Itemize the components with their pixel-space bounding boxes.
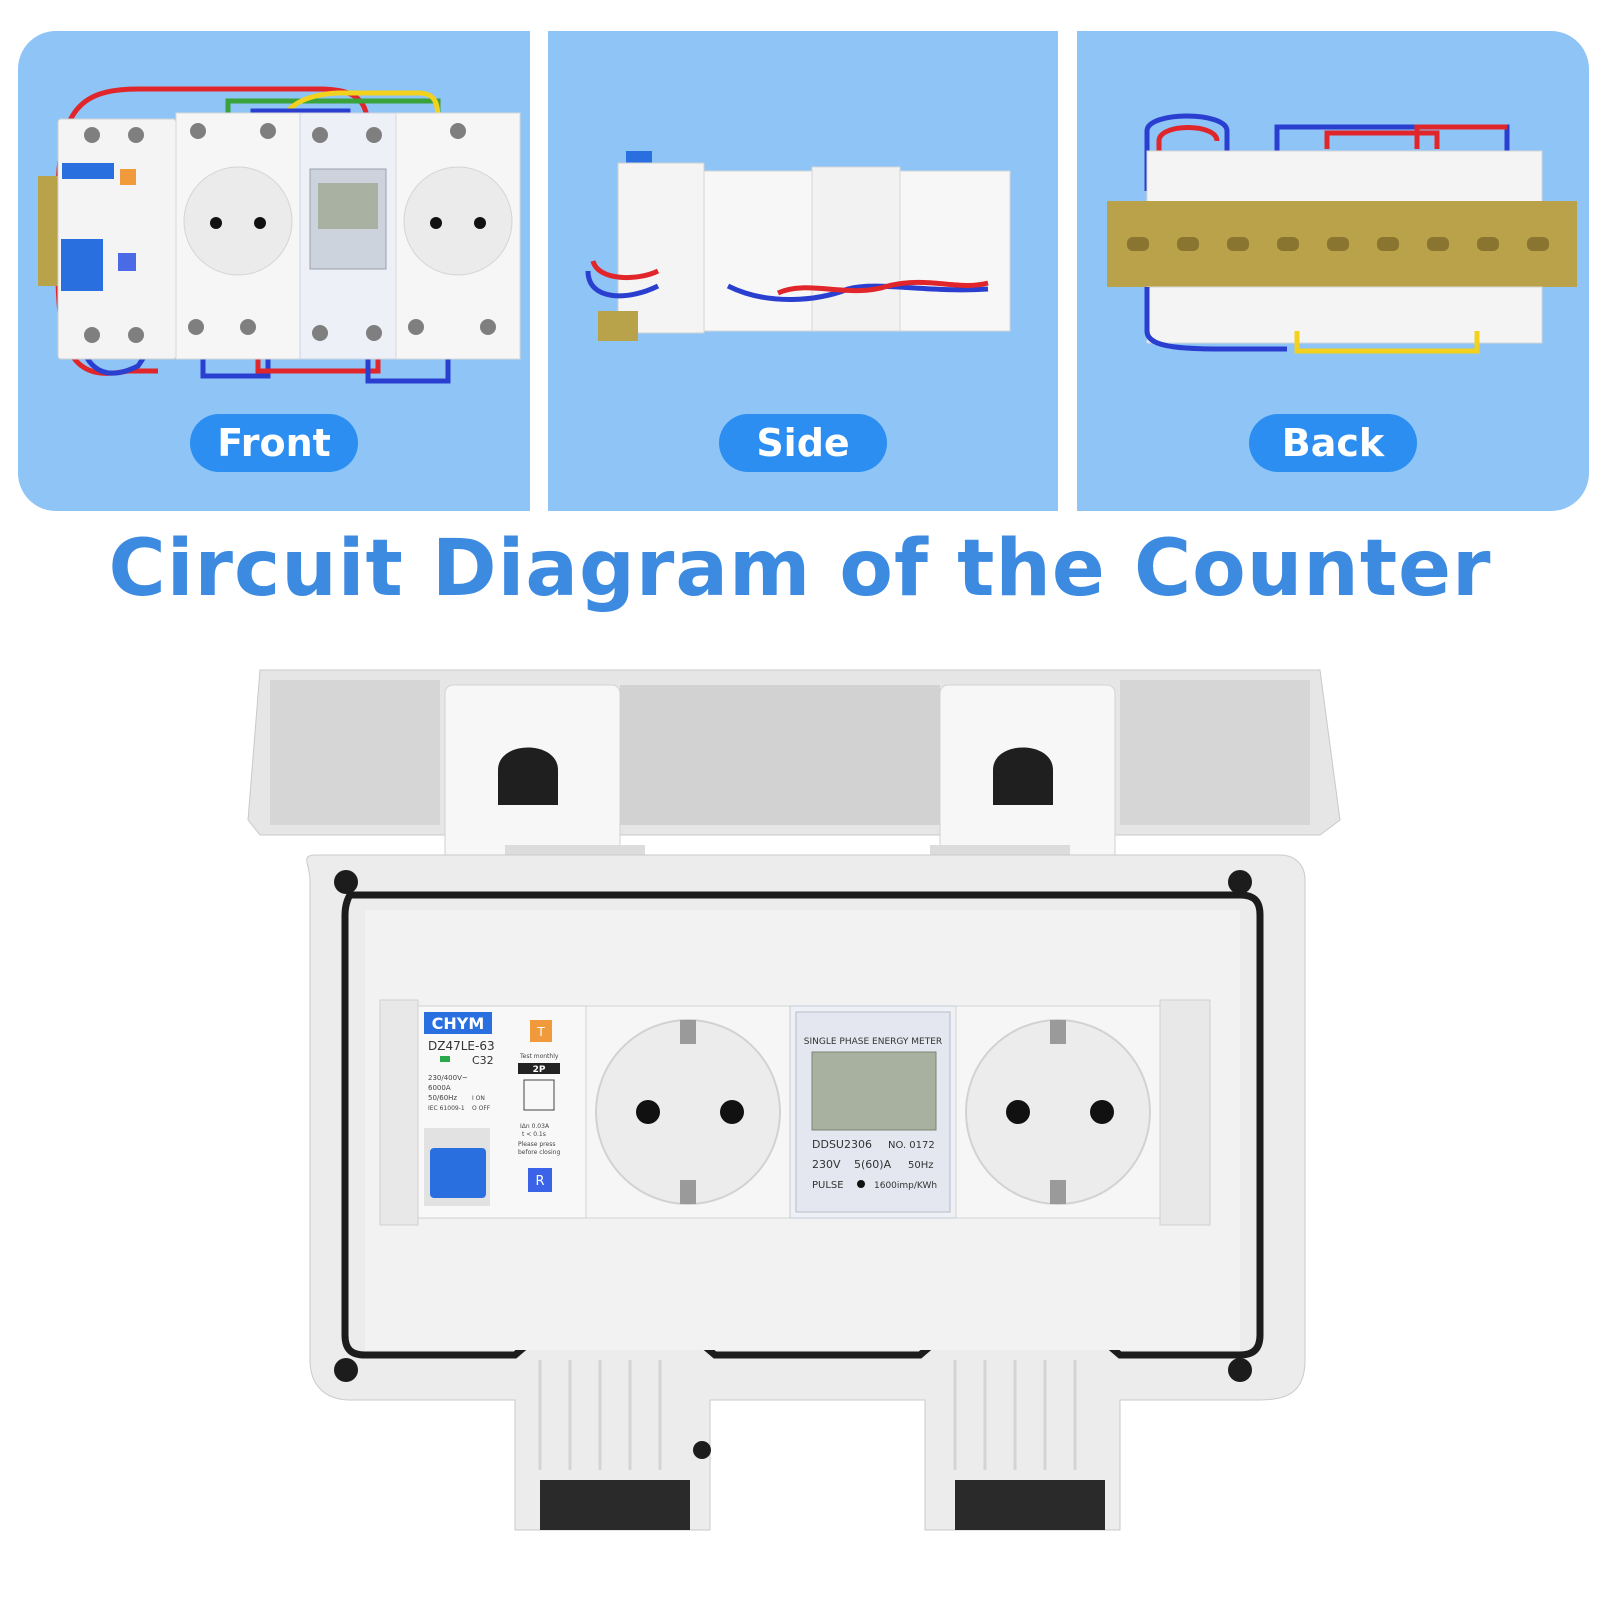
breaker-poles: 2P: [533, 1065, 546, 1075]
breaker-note2: before closing: [518, 1149, 560, 1156]
meter-model: DDSU2306: [812, 1138, 872, 1151]
breaker-note1: Please press: [518, 1141, 555, 1148]
enclosure-photo: CHYM DZ47LE-63 C32 230/400V~ 6000A 50/60…: [247, 669, 1341, 1531]
reset-button-label: R: [535, 1174, 544, 1189]
side-view-panel: Side: [548, 31, 1058, 511]
side-view-label: Side: [719, 414, 887, 472]
breaker-toggle[interactable]: [430, 1148, 486, 1198]
breaker-rating: C32: [472, 1054, 494, 1067]
breaker-brand: CHYM: [432, 1014, 485, 1033]
breaker-capacity: 6000A: [428, 1084, 451, 1092]
meter-frequency: 50Hz: [908, 1160, 934, 1171]
pulse-led: [857, 1180, 865, 1188]
breaker-frequency: 50/60Hz: [428, 1094, 457, 1102]
meter-voltage: 230V: [812, 1158, 841, 1171]
back-view-illustration: [1107, 113, 1577, 354]
breaker-on-label: I ON: [472, 1095, 485, 1102]
breaker-model: DZ47LE-63: [428, 1039, 495, 1053]
breaker-standard: IEC 61009-1: [428, 1105, 465, 1112]
meter-number: NO. 0172: [888, 1140, 935, 1151]
page-title: Circuit Diagram of the Counter: [108, 524, 1492, 614]
meter-title: SINGLE PHASE ENERGY METER: [804, 1037, 942, 1047]
meter-rate: 1600imp/KWh: [874, 1181, 937, 1191]
socket-right: [955, 1005, 1161, 1219]
energy-meter: SINGLE PHASE ENERGY METER DDSU2306 NO. 0…: [789, 1005, 957, 1219]
breaker-off-label: O OFF: [472, 1105, 491, 1112]
breaker-leak: IΔn 0.03A: [520, 1123, 550, 1130]
rcbo-breaker: CHYM DZ47LE-63 C32 230/400V~ 6000A 50/60…: [417, 1005, 587, 1219]
breaker-trip: t < 0.1s: [522, 1131, 546, 1138]
meter-pulse: PULSE: [812, 1180, 844, 1191]
side-view-illustration: [585, 151, 1011, 341]
test-button[interactable]: [530, 1020, 552, 1042]
back-view-label: Back: [1249, 414, 1417, 472]
breaker-test-label: Test monthly: [519, 1053, 559, 1060]
socket-left: [585, 1005, 791, 1219]
breaker-voltage: 230/400V~: [428, 1074, 468, 1082]
meter-current: 5(60)A: [854, 1158, 892, 1171]
front-view-panel: Front: [18, 31, 530, 511]
back-view-panel: Back: [1077, 31, 1589, 511]
front-view-label: Front: [190, 414, 358, 472]
test-button-label: T: [536, 1025, 545, 1039]
front-view-illustration: [38, 86, 521, 384]
reset-button[interactable]: [528, 1168, 552, 1192]
